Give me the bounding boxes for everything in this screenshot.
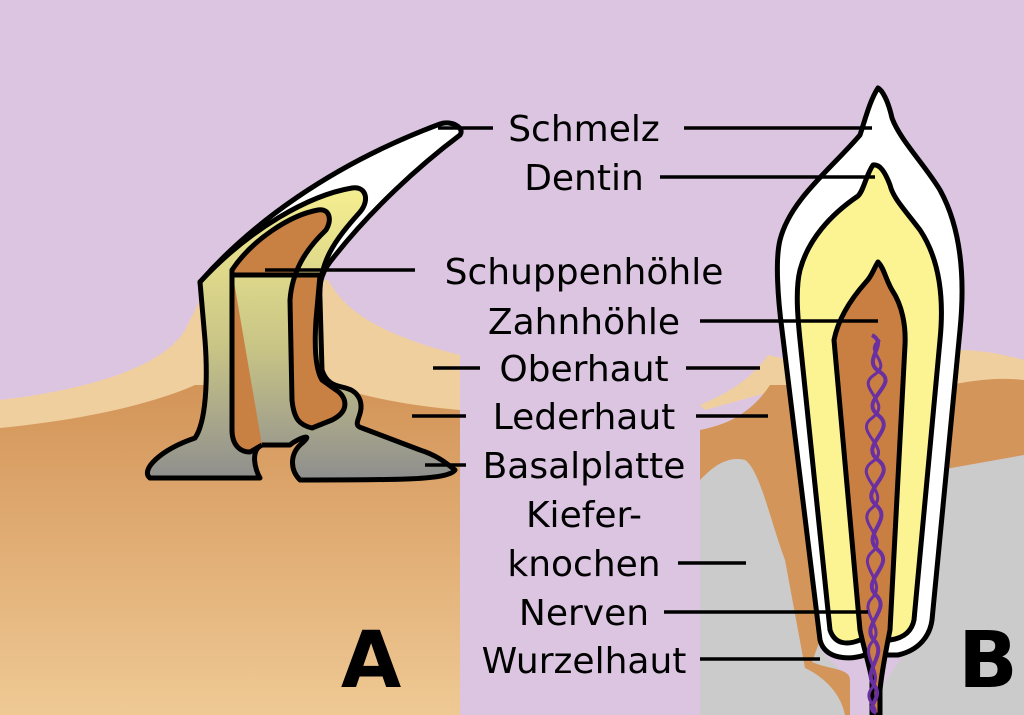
panel-label-b: B — [958, 616, 1017, 706]
leader-lines — [265, 126, 878, 661]
label-zahnhoehle: Zahnhöhle — [488, 302, 680, 343]
label-kiefer-line2: knochen — [507, 544, 660, 585]
epidermis-b — [700, 350, 1024, 410]
nerve-b-2 — [864, 338, 883, 715]
label-schuppenhoehle: Schuppenhöhle — [445, 252, 724, 293]
panel-b-tooth — [700, 85, 1024, 715]
label-oberhaut: Oberhaut — [499, 349, 668, 390]
label-kiefer-line1: Kiefer- — [526, 495, 642, 536]
labels: Schmelz Dentin Schuppenhöhle Zahnhöhle O… — [341, 109, 1018, 706]
label-dentin: Dentin — [524, 158, 644, 199]
nerve-b — [868, 333, 888, 714]
label-schmelz: Schmelz — [508, 109, 660, 150]
label-wurzelhaut: Wurzelhaut — [482, 641, 687, 682]
label-nerven: Nerven — [519, 593, 649, 634]
panel-label-a: A — [341, 616, 401, 706]
label-basalplatte: Basalplatte — [483, 446, 686, 487]
label-lederhaut: Lederhaut — [493, 397, 676, 438]
pulp-cavity-b — [831, 259, 908, 715]
pulp-cavity-a — [229, 207, 348, 455]
